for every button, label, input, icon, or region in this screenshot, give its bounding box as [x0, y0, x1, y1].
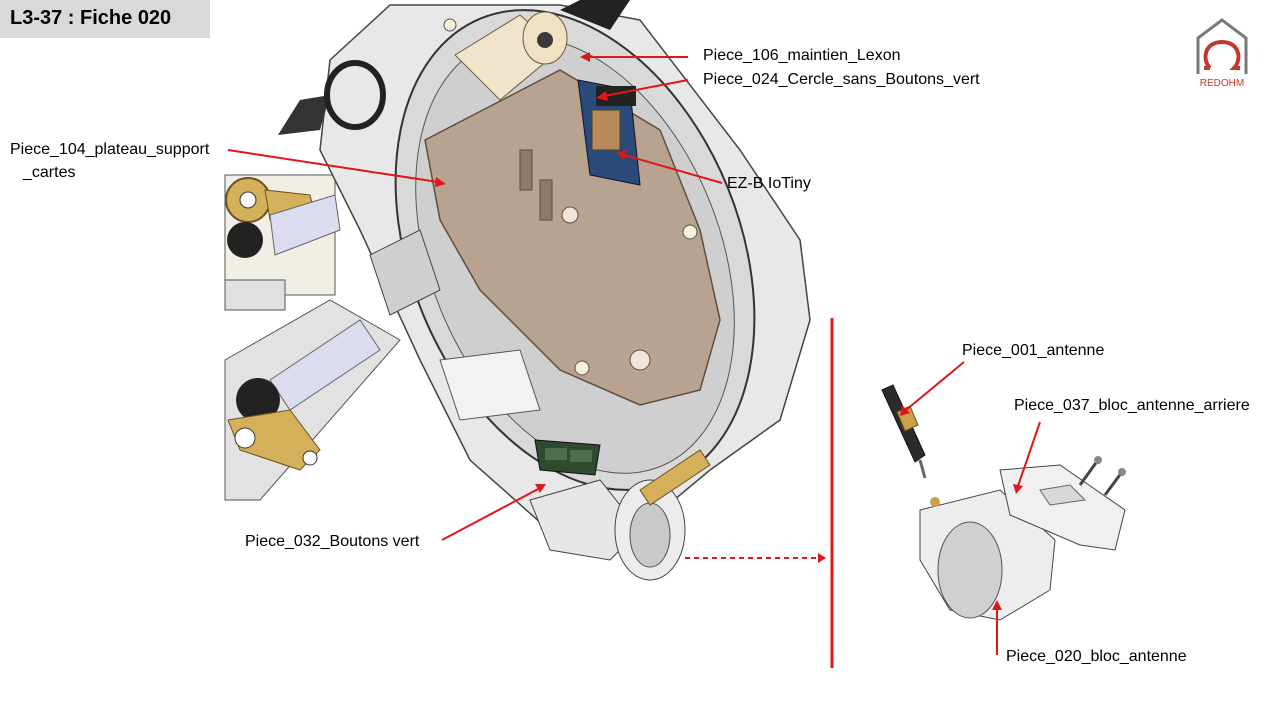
slide-title: L3-37 : Fiche 020: [10, 7, 172, 29]
label-piece-024: Piece_024_Cercle_sans_Boutons_vert: [703, 71, 980, 88]
leader-arrows: [227, 52, 1041, 655]
main-ring-body: [278, 0, 811, 581]
left-arm-assembly: [224, 174, 401, 501]
label-piece-001: Piece_001_antenne: [962, 342, 1105, 359]
redohm-logo: REDOHM: [1192, 16, 1252, 90]
slide-title-box: L3-37 : Fiche 020: [0, 0, 210, 38]
logo-text: REDOHM: [1200, 78, 1244, 89]
label-piece-037: Piece_037_bloc_antenne_arriere: [1014, 397, 1250, 414]
label-piece-104-line1: Piece_104_plateau_support: [10, 141, 210, 158]
antenna-detail-view: [881, 384, 1126, 621]
label-ezb-iotiny: EZ-B IoTiny: [727, 175, 811, 192]
label-piece-104-line2: _cartes: [23, 164, 76, 181]
label-piece-032: Piece_032_Boutons vert: [245, 533, 420, 550]
detail-arrowhead: [818, 553, 826, 563]
label-piece-020: Piece_020_bloc_antenne: [1006, 648, 1187, 665]
label-piece-106: Piece_106_maintien_Lexon: [703, 47, 901, 64]
